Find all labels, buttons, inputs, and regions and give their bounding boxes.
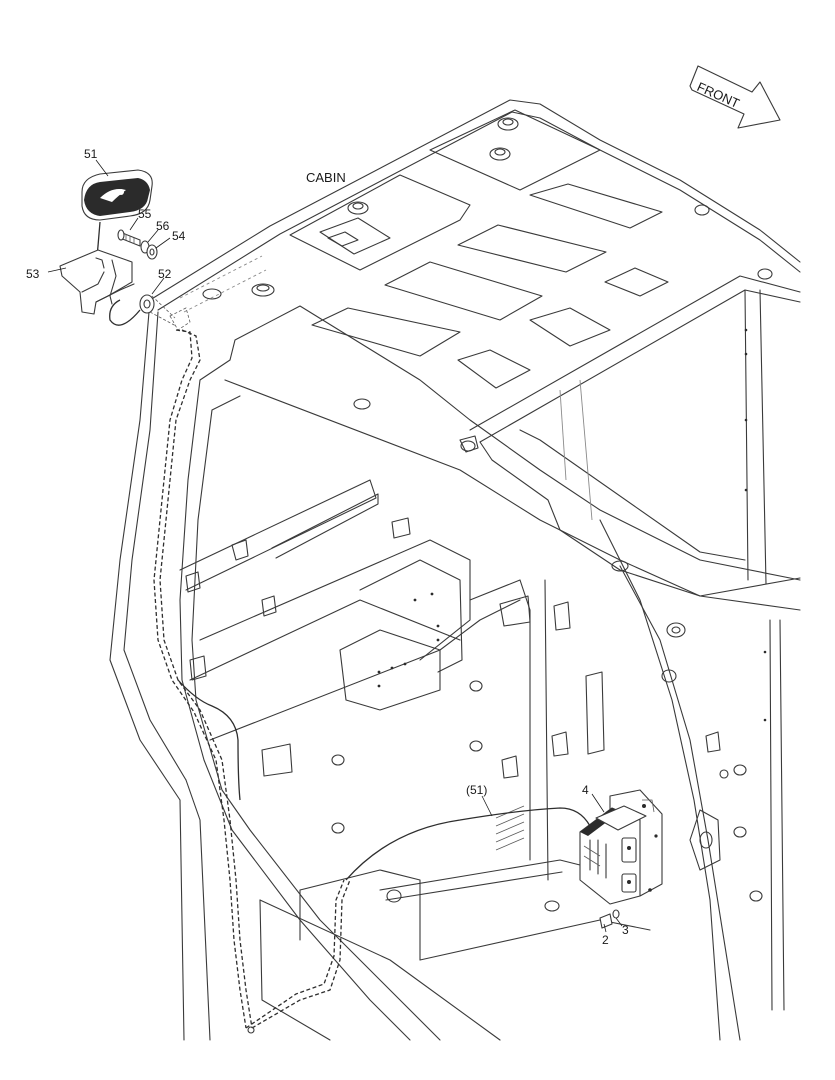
labels: CABIN 51 55 56 54 53 52 (51) 4 2 3	[26, 147, 629, 947]
bolt	[117, 229, 141, 247]
callout-2: 2	[602, 933, 609, 947]
callout-55: 55	[138, 207, 152, 221]
callout-51: 51	[84, 147, 98, 161]
mounting-bracket	[59, 249, 135, 315]
front-arrow: FRONT	[689, 65, 781, 129]
callout-54: 54	[172, 229, 186, 243]
callout-53: 53	[26, 267, 40, 281]
right-pillar	[599, 519, 785, 1041]
window-frame	[459, 275, 801, 597]
callout-4: 4	[582, 783, 589, 797]
callout-51-ref: (51)	[466, 783, 487, 797]
callout-3: 3	[622, 923, 629, 937]
screw	[599, 913, 613, 929]
cabin-roof	[149, 99, 801, 683]
control-module	[579, 789, 663, 929]
callout-52: 52	[158, 267, 172, 281]
left-pillar	[109, 299, 441, 1041]
cabin-label: CABIN	[306, 170, 346, 185]
antenna-puck	[81, 169, 153, 221]
callout-56: 56	[156, 219, 170, 233]
callout-leaders	[47, 159, 623, 933]
routed-antenna-cable	[153, 329, 591, 1034]
interior-panels	[179, 328, 767, 1041]
nut	[146, 244, 158, 260]
cable-grommet	[109, 294, 177, 327]
antenna-assembly	[59, 169, 267, 331]
lock-washer	[612, 909, 620, 919]
